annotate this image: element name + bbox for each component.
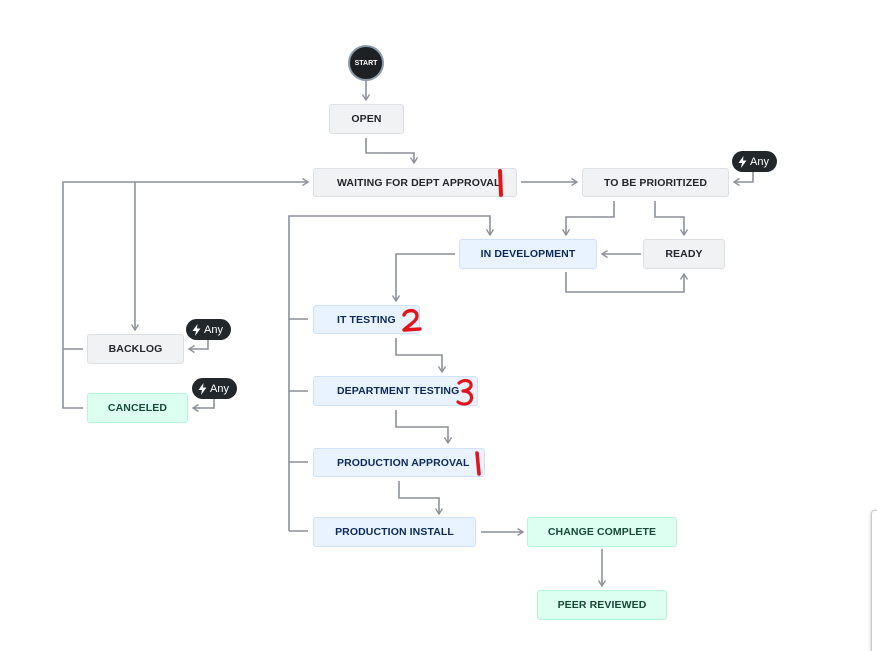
status-open[interactable]: OPEN <box>329 104 404 134</box>
edge-any-prioritized <box>734 172 754 182</box>
status-it-testing[interactable]: IT TESTING <box>313 305 420 334</box>
edge-any-canceled <box>193 399 215 408</box>
status-in-development[interactable]: IN DEVELOPMENT <box>459 239 597 269</box>
edge-left-bus <box>288 215 490 531</box>
edge-indev-ready <box>565 272 684 293</box>
edge-prioritized-ready <box>654 201 684 235</box>
status-change-complete[interactable]: CHANGE COMPLETE <box>527 517 677 547</box>
edge-any-backlog <box>189 340 209 349</box>
edge-prioritized-indev <box>566 201 615 235</box>
any-transition-badge-backlog[interactable]: Any <box>186 319 231 340</box>
handwritten-one-mark <box>498 169 503 197</box>
status-production-approval[interactable]: PRODUCTION APPROVAL <box>313 448 485 477</box>
status-canceled[interactable]: CANCELED <box>87 393 188 423</box>
status-production-install[interactable]: PRODUCTION INSTALL <box>313 517 476 547</box>
status-peer-reviewed[interactable]: PEER REVIEWED <box>537 590 667 620</box>
edge-dept-prodapproval <box>395 410 448 443</box>
status-backlog[interactable]: BACKLOG <box>87 334 184 364</box>
any-transition-badge-canceled[interactable]: Any <box>192 378 237 399</box>
status-to-be-prioritized[interactable]: TO BE PRIORITIZED <box>582 168 729 197</box>
handwritten-one-mark <box>475 451 481 476</box>
status-department-testing[interactable]: DEPARTMENT TESTING <box>313 376 478 406</box>
lightning-icon <box>192 323 201 336</box>
handwritten-three-mark <box>456 379 474 406</box>
edge-indev-ittesting <box>396 253 455 301</box>
edge-prodapproval-install <box>398 481 439 514</box>
handwritten-two-mark <box>402 308 422 332</box>
lightning-icon <box>738 155 747 168</box>
side-panel-edge <box>871 510 877 651</box>
status-ready[interactable]: READY <box>643 239 725 269</box>
start-node: START <box>348 45 384 81</box>
edge-it-dept <box>395 338 442 372</box>
edge-open-waiting <box>365 138 414 163</box>
any-transition-badge-prioritized[interactable]: Any <box>732 151 777 172</box>
status-waiting-for-dept-approval[interactable]: WAITING FOR DEPT APPROVAL <box>313 168 517 197</box>
lightning-icon <box>198 382 207 395</box>
edge-backlog-canceled-bus <box>62 182 308 409</box>
